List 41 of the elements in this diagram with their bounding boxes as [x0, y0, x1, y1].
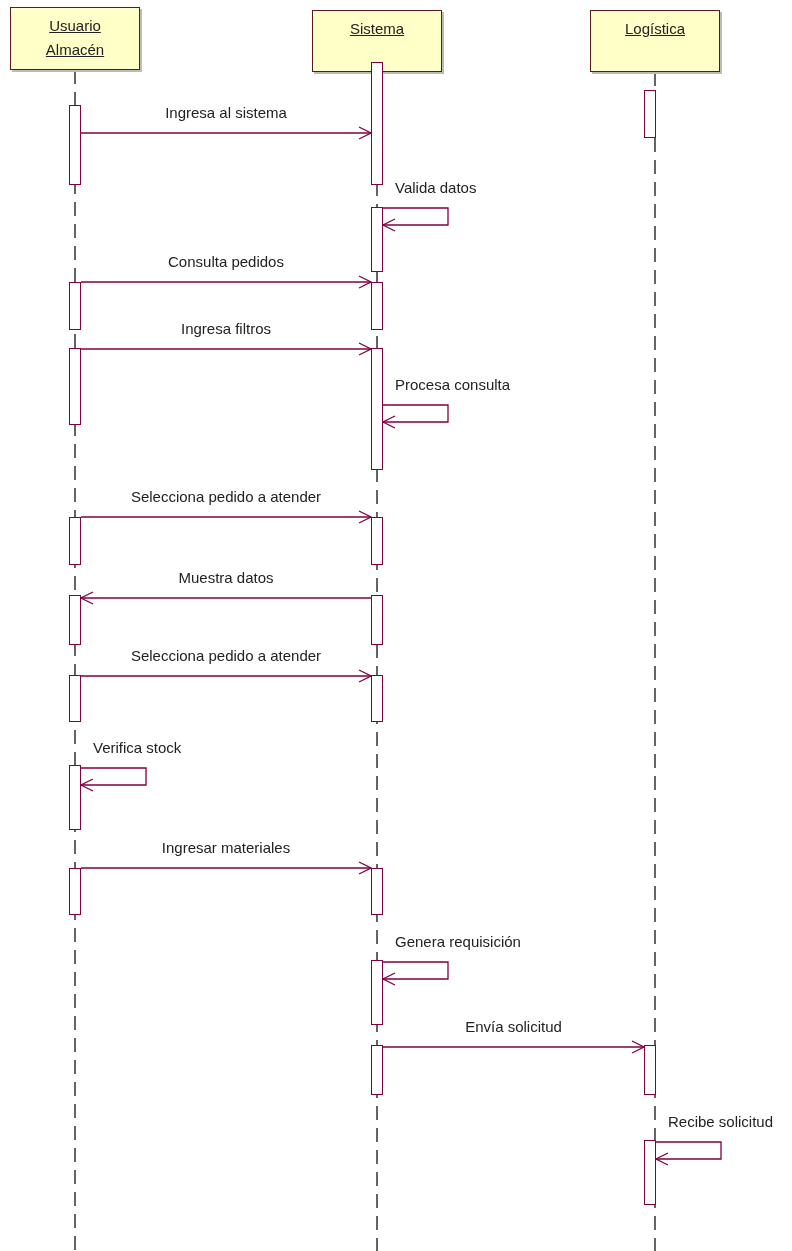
message-arrow	[80, 861, 372, 875]
activation-bar	[371, 675, 383, 722]
message-arrow	[80, 510, 372, 524]
message-arrow	[80, 342, 372, 356]
activation-bar	[371, 207, 383, 272]
message-arrow	[80, 126, 372, 140]
lifeline-header-box	[312, 10, 442, 72]
lifeline-header-box	[590, 10, 720, 72]
lifeline-header-box	[10, 7, 140, 70]
message-arrow	[80, 275, 372, 289]
activation-bar	[371, 960, 383, 1025]
lifeline-name: Sistema	[348, 19, 406, 39]
activation-bar	[371, 62, 383, 185]
activation-bar	[69, 595, 81, 645]
activation-bar	[371, 517, 383, 565]
activation-bar	[69, 348, 81, 425]
lifeline	[654, 71, 656, 1251]
activation-bar	[69, 675, 81, 722]
self-message-arrow	[382, 404, 449, 429]
activation-bar	[644, 1140, 656, 1205]
activation-bar	[371, 282, 383, 330]
lifeline-name: Usuario Almacén	[44, 16, 106, 60]
self-message-arrow	[80, 767, 147, 792]
activation-bar	[644, 1045, 656, 1095]
activation-bar	[69, 282, 81, 330]
lifeline-name: Logística	[623, 19, 686, 39]
message-arrow	[80, 591, 372, 605]
self-message-arrow	[382, 207, 449, 232]
activation-bar	[69, 868, 81, 915]
self-message-arrow	[382, 961, 449, 986]
activation-bar	[69, 517, 81, 565]
activation-bar	[69, 765, 81, 830]
message-arrow	[80, 669, 372, 683]
self-message-arrow	[655, 1141, 722, 1166]
activation-bar	[371, 595, 383, 645]
message-arrow	[382, 1040, 645, 1054]
activation-bar	[371, 1045, 383, 1095]
activation-bar	[644, 90, 656, 138]
activation-bar	[371, 868, 383, 915]
activation-bar	[69, 105, 81, 185]
activation-bar	[371, 348, 383, 470]
